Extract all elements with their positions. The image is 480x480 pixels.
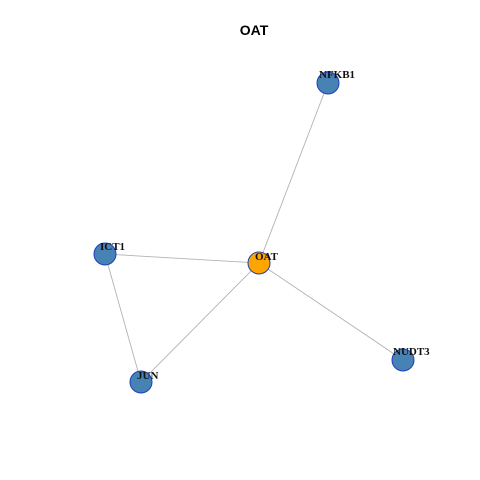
node-label-nfkb1: NFKB1 (319, 69, 355, 81)
node-nfkb1: NFKB1 (316, 69, 355, 95)
edge-oat-nfkb1 (258, 82, 329, 264)
graph-title: OAT (240, 22, 269, 38)
node-circle-nfkb1 (316, 71, 340, 95)
edges-layer (104, 82, 404, 383)
edge-ict1-jun (104, 253, 142, 383)
edge-oat-ict1 (104, 253, 260, 264)
node-circle-oat (247, 251, 271, 275)
node-circle-ict1 (93, 242, 117, 266)
node-jun: JUN (129, 370, 158, 394)
edge-oat-jun (140, 262, 260, 383)
node-circle-nudt3 (391, 348, 415, 372)
node-label-oat: OAT (255, 251, 279, 263)
node-ict1: ICT1 (93, 241, 125, 266)
edge-oat-nudt3 (258, 262, 404, 361)
node-circle-jun (129, 370, 153, 394)
node-label-ict1: ICT1 (100, 241, 125, 253)
node-oat: OAT (247, 251, 279, 275)
node-label-nudt3: NUDT3 (393, 346, 430, 358)
node-nudt3: NUDT3 (391, 346, 430, 372)
node-label-jun: JUN (137, 370, 158, 382)
